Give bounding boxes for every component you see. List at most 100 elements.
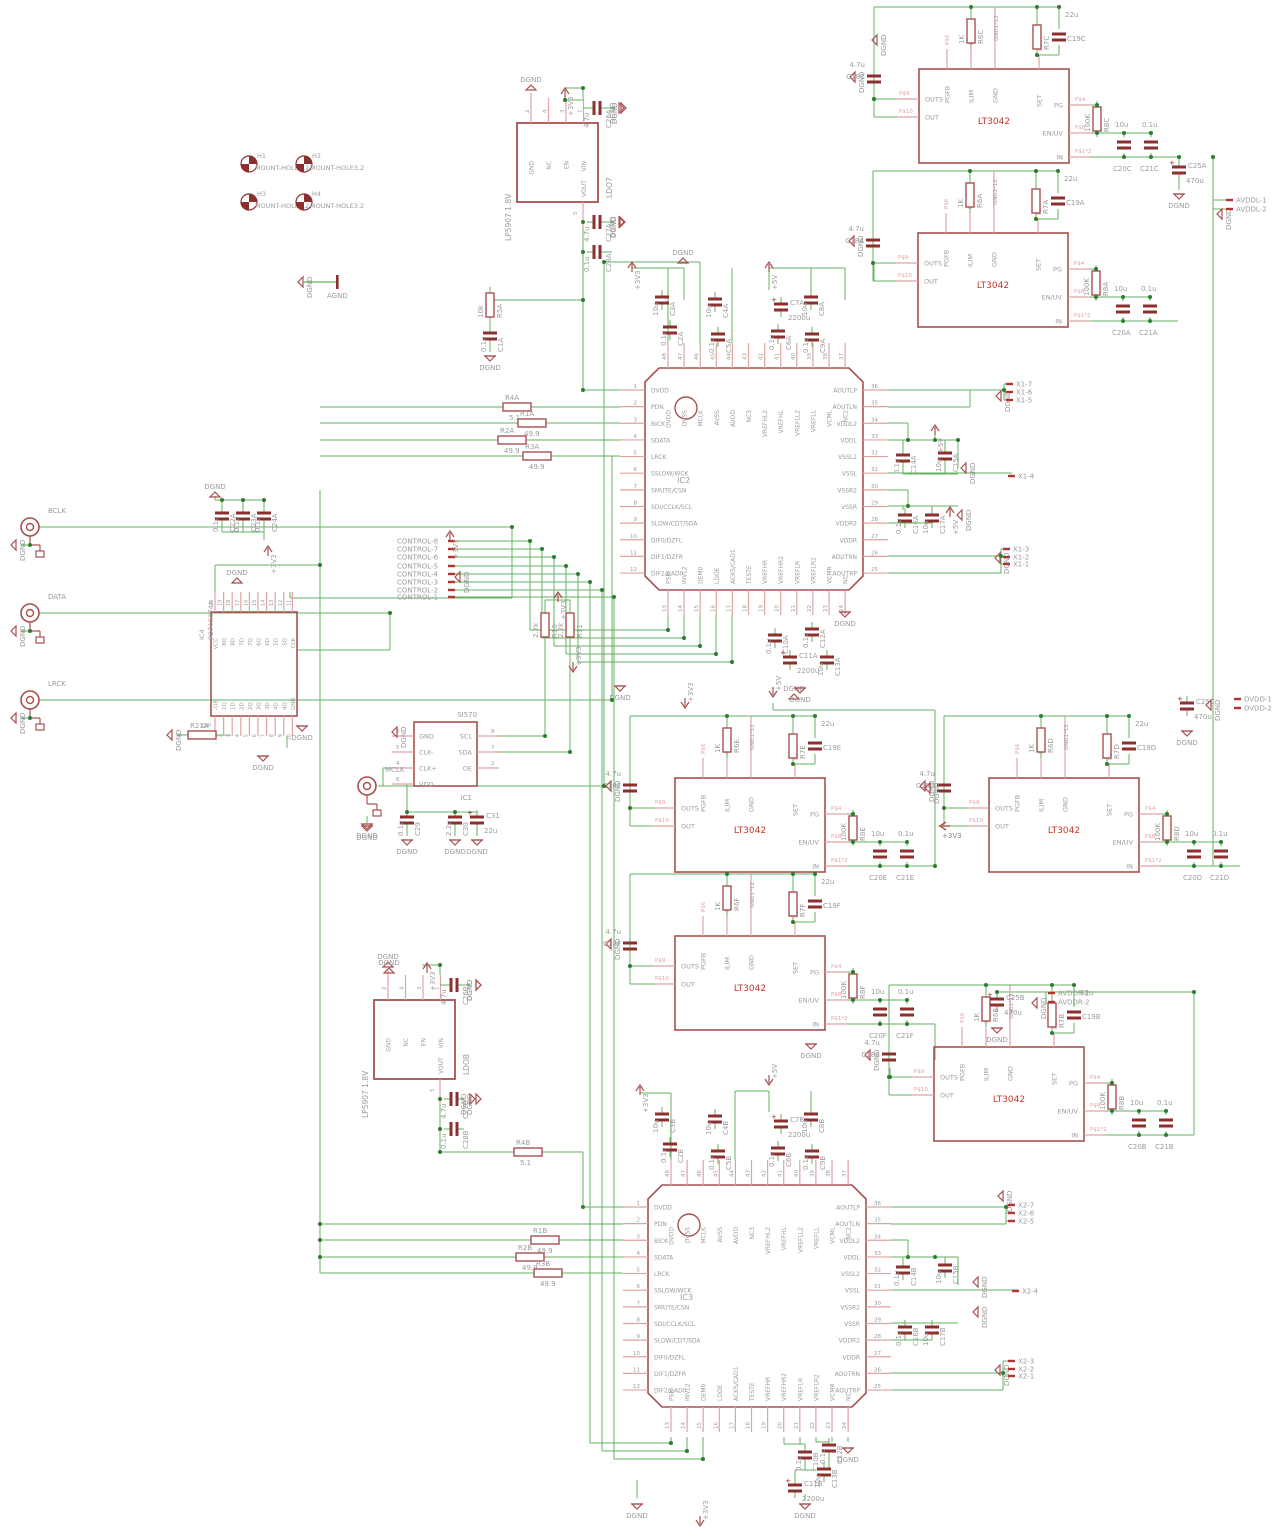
cap-C12B[interactable] (822, 1443, 836, 1453)
cap-C9A[interactable] (805, 332, 819, 342)
cap-C28B[interactable] (449, 1122, 459, 1136)
cap-C6A[interactable] (771, 329, 785, 339)
cap-C11A[interactable] (783, 655, 797, 665)
cap-C22A[interactable] (215, 511, 229, 521)
svg-text:X2-2: X2-2 (1018, 1366, 1034, 1374)
svg-text:MOUNT-HOLE3.2: MOUNT-HOLE3.2 (310, 202, 364, 210)
svg-text:LDOE: LDOE (717, 1384, 724, 1401)
cap-C3A[interactable] (655, 295, 669, 305)
cap-C2B[interactable] (663, 1142, 677, 1152)
cap-C4B[interactable] (708, 1114, 722, 1124)
svg-text:C26A: C26A (605, 109, 613, 128)
svg-text:10u: 10u (935, 1271, 943, 1284)
cap-C5A[interactable] (711, 332, 725, 342)
svg-text:IN: IN (812, 863, 819, 871)
svg-text:C20C: C20C (1113, 165, 1132, 173)
svg-text:C7A: C7A (790, 299, 804, 307)
svg-text:6Q: 6Q (257, 637, 263, 645)
svg-text:C21A: C21A (1139, 329, 1158, 337)
cap-C14B[interactable] (896, 1265, 910, 1275)
dac-IC2[interactable]: IC21DVDD36AOUTLP2PDN35AOUTLN3BICK34VDDL2… (620, 343, 888, 615)
cap-C13A[interactable] (820, 655, 834, 665)
svg-text:NC2: NC2 (843, 410, 850, 423)
lt3042-F[interactable]: LT3042OUTSP$9OUTP$10PGFBP$6ILIMP$5GNDGND… (603, 872, 935, 1040)
svg-text:3D: 3D (265, 702, 271, 710)
svg-text:DEM0: DEM0 (701, 1383, 708, 1401)
svg-text:DGND: DGND (226, 569, 247, 577)
cap-C31[interactable] (470, 815, 484, 825)
cap-C23A[interactable] (236, 511, 250, 521)
cap-C9B[interactable] (805, 1149, 819, 1159)
svg-text:GND1*12: GND1*12 (994, 15, 1000, 41)
cap-C26B[interactable] (449, 978, 459, 992)
cap-C4A[interactable] (708, 297, 722, 307)
cap-C17A[interactable] (925, 513, 939, 523)
cap-C16B[interactable] (898, 1325, 912, 1335)
cap-C28A[interactable] (592, 245, 602, 259)
cap-C27A[interactable] (592, 215, 602, 229)
cap-C25B[interactable] (990, 997, 1004, 1007)
cap-C10A[interactable] (768, 633, 782, 643)
svg-text:VREFLL: VREFLL (810, 409, 817, 432)
svg-text:DATA: DATA (48, 593, 66, 601)
svg-text:8Q: 8Q (222, 637, 228, 645)
svg-text:AVSS: AVSS (717, 1227, 724, 1243)
svg-text:VSSL: VSSL (842, 471, 858, 478)
cap-C5B[interactable] (711, 1149, 725, 1159)
cap-C1A[interactable] (483, 331, 497, 341)
cap-C17B[interactable] (925, 1325, 939, 1335)
svg-text:14: 14 (681, 1422, 687, 1429)
svg-text:2Q: 2Q (248, 702, 254, 710)
cap-C27B[interactable] (449, 1092, 459, 1106)
svg-text:P$4: P$4 (1145, 806, 1156, 812)
cap-C11B[interactable] (788, 1483, 802, 1493)
cap-C13B[interactable] (817, 1467, 831, 1477)
svg-text:VSSR: VSSR (841, 504, 857, 511)
cap-C16A[interactable] (898, 513, 912, 523)
lt3042-C[interactable]: LT3042OUTSP$9OUTP$10PGFBP$6ILIMP$5GNDGND… (846, 5, 1179, 173)
cap-C12A[interactable] (805, 627, 819, 637)
cap-C29[interactable] (400, 815, 414, 825)
cap-C15A[interactable] (938, 451, 952, 461)
svg-text:11: 11 (633, 1367, 640, 1373)
svg-text:VCC: VCC (214, 638, 220, 650)
cap-C30[interactable] (448, 815, 462, 825)
cap-C25A[interactable] (1172, 165, 1186, 175)
svg-text:NC3: NC3 (746, 410, 753, 423)
cap-C10B[interactable] (798, 1450, 812, 1460)
svg-text:DGND: DGND (614, 939, 622, 960)
svg-text:C23A: C23A (250, 513, 258, 532)
svg-text:DGND: DGND (356, 834, 377, 842)
cap-C3B[interactable] (655, 1112, 669, 1122)
cap-C15B[interactable] (938, 1263, 952, 1273)
dac-IC3[interactable]: IC31DVDD36AOUTLP2PDN35AOUTLN3BICK34VDDL2… (623, 1160, 891, 1432)
cap-C7B[interactable] (774, 1119, 788, 1129)
cap-C24A[interactable] (257, 511, 271, 521)
lt3042-E[interactable]: LT3042OUTSP$9OUTP$10PGFBP$6ILIMP$5GNDGND… (603, 714, 935, 882)
svg-text:NC3: NC3 (749, 1227, 756, 1240)
lt3042-D[interactable]: LT3042OUTSP$9OUTP$10PGFBP$6ILIMP$5GNDGND… (916, 714, 1240, 882)
svg-text:+: + (780, 649, 786, 657)
cap-C8B[interactable] (804, 1112, 818, 1122)
lt3042-B[interactable]: LT3042OUTSP$9OUTP$10PGFBP$6ILIMP$5GNDGND… (861, 983, 1194, 1151)
cap-C2A[interactable] (663, 325, 677, 335)
svg-text:10u: 10u (801, 1120, 809, 1133)
svg-text:X2-7: X2-7 (1018, 1202, 1034, 1210)
cap-C6B[interactable] (771, 1146, 785, 1156)
cap-C14A[interactable] (896, 453, 910, 463)
cap-C8A[interactable] (804, 295, 818, 305)
cap-C25C[interactable] (1180, 701, 1194, 711)
cap-C7A[interactable] (774, 302, 788, 312)
svg-text:C8A: C8A (818, 302, 826, 316)
svg-text:DIF0/DZFL: DIF0/DZFL (654, 1354, 686, 1361)
cap-C26A[interactable] (592, 101, 602, 115)
lt3042-A[interactable]: LT3042OUTSP$9OUTP$10PGFBP$6ILIMP$5GNDGND… (845, 169, 1178, 337)
ic4[interactable]: IC4PO74G374A20VCC1-OE198Q21Q188D31D177D4… (198, 592, 298, 740)
